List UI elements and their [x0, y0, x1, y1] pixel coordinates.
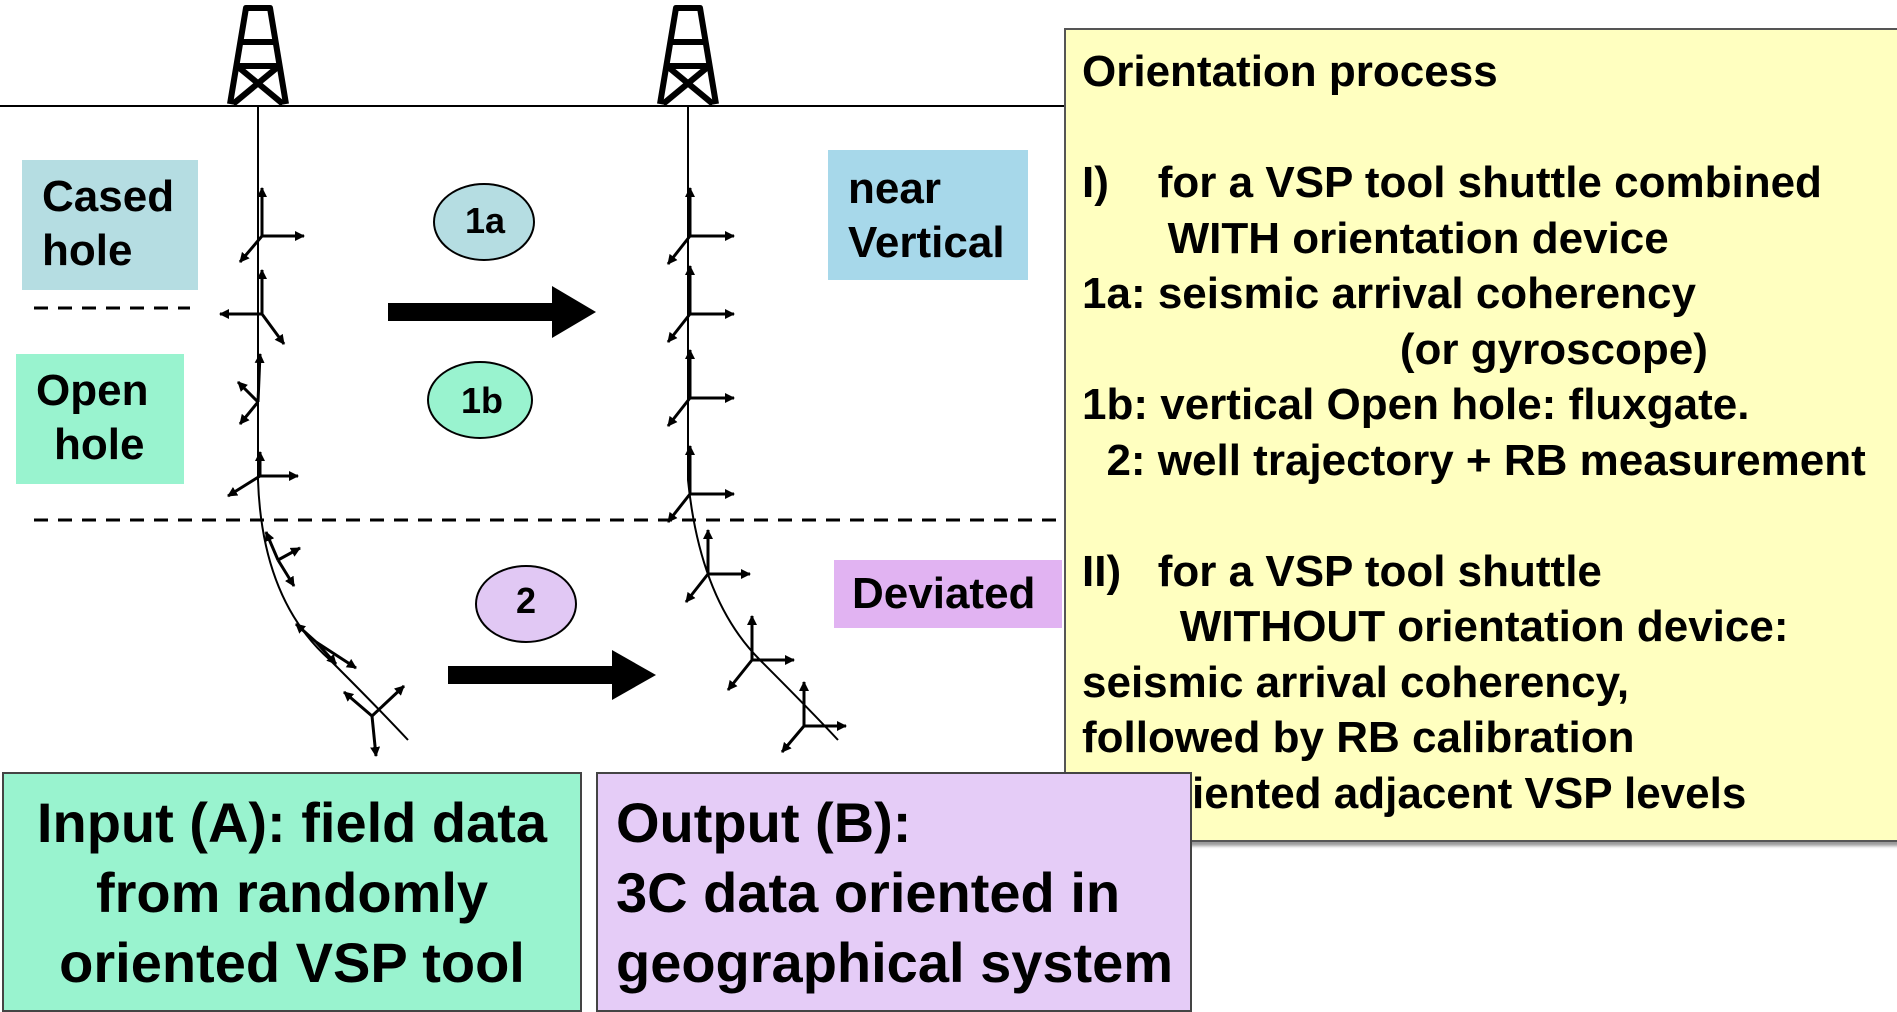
- orientation-process-line: [1082, 488, 1897, 544]
- orientation-process-line: 2: well trajectory + RB measurement: [1082, 435, 1866, 485]
- input-line-2: from randomly: [95, 861, 489, 924]
- output-box: Output (B): 3C data oriented in geograph…: [596, 772, 1192, 1012]
- output-line-2: 3C data oriented in: [616, 861, 1121, 924]
- borehole-left: [257, 106, 409, 741]
- oval-2: [475, 565, 577, 643]
- input-line-1: Input (A): field data: [36, 791, 548, 854]
- oval-1a: [433, 183, 535, 261]
- process-arrow-top: [388, 286, 596, 338]
- process-arrow-bottom: [448, 650, 656, 700]
- tool-triad-right-1: [666, 187, 735, 265]
- tool-triad-right-5: [684, 529, 751, 603]
- open-hole-line-2: hole: [54, 420, 145, 469]
- orientation-process-line: (or gyroscope): [1082, 324, 1708, 374]
- orientation-process-line: followed by RB calibration: [1082, 713, 1635, 762]
- near-vertical-label: near Vertical: [828, 150, 1028, 280]
- oval-1b-label: 1b: [460, 380, 503, 421]
- orientation-process-line: WITH orientation device: [1082, 213, 1669, 263]
- tool-triad-left-4: [227, 451, 299, 498]
- orientation-process-line: [1082, 100, 1897, 156]
- open-hole-line-1: Open: [36, 366, 149, 415]
- tool-triad-left-2: [219, 269, 286, 345]
- orientation-process-line: II) for a VSP tool shuttle: [1082, 546, 1602, 596]
- tool-triad-right-3: [666, 349, 735, 427]
- tool-triad-right-7: [780, 681, 847, 753]
- orientation-diagram: [0, 5, 1080, 757]
- tool-triad-right-6: [726, 615, 795, 691]
- orientation-process-line: seismic arrival coherency,: [1082, 657, 1630, 707]
- output-line-1: Output (B):: [616, 791, 912, 854]
- orientation-process-title: Orientation process: [1082, 47, 1498, 96]
- orientation-process-line: 1a: seismic arrival coherency: [1082, 269, 1696, 318]
- derrick-icon-right: [657, 5, 719, 107]
- borehole-right: [687, 106, 839, 741]
- orientation-process-line: I) for a VSP tool shuttle combined: [1082, 158, 1822, 207]
- tool-triad-right-4: [666, 445, 735, 523]
- tool-triad-left-6: [294, 622, 357, 670]
- oval-1a-label: 1a: [464, 200, 506, 241]
- orientation-process-line: WITHOUT orientation device:: [1082, 602, 1789, 651]
- tool-triad-left-3: [236, 353, 265, 425]
- cased-hole-label: Cased hole: [22, 160, 198, 290]
- near-vertical-line-1: near: [848, 164, 941, 213]
- near-vertical-line-2: Vertical: [848, 218, 1005, 267]
- cased-hole-line-2: hole: [42, 226, 133, 275]
- tool-triad-left-1: [238, 187, 305, 263]
- orientation-process-panel: Orientation process I) for a VSP tool sh…: [1064, 28, 1897, 842]
- input-box: Input (A): field data from randomly orie…: [2, 772, 582, 1012]
- oval-2-label: 2: [515, 580, 537, 621]
- tool-triad-left-7: [343, 684, 406, 757]
- open-hole-label: Open hole: [16, 354, 184, 484]
- tool-triad-right-2: [666, 265, 735, 343]
- deviated-text: Deviated: [852, 569, 1036, 618]
- cased-hole-line-1: Cased: [42, 172, 175, 221]
- input-line-3: oriented VSP tool: [59, 931, 525, 994]
- deviated-label: Deviated: [834, 560, 1062, 628]
- derrick-icon-left: [227, 5, 289, 107]
- oval-1b: [427, 361, 533, 439]
- output-line-3: geographical system: [616, 931, 1174, 994]
- tool-triad-left-5: [264, 531, 301, 587]
- orientation-process-line: 1b: vertical Open hole: fluxgate.: [1082, 380, 1750, 429]
- orientation-process-line: on oriented adjacent VSP levels: [1082, 768, 1747, 818]
